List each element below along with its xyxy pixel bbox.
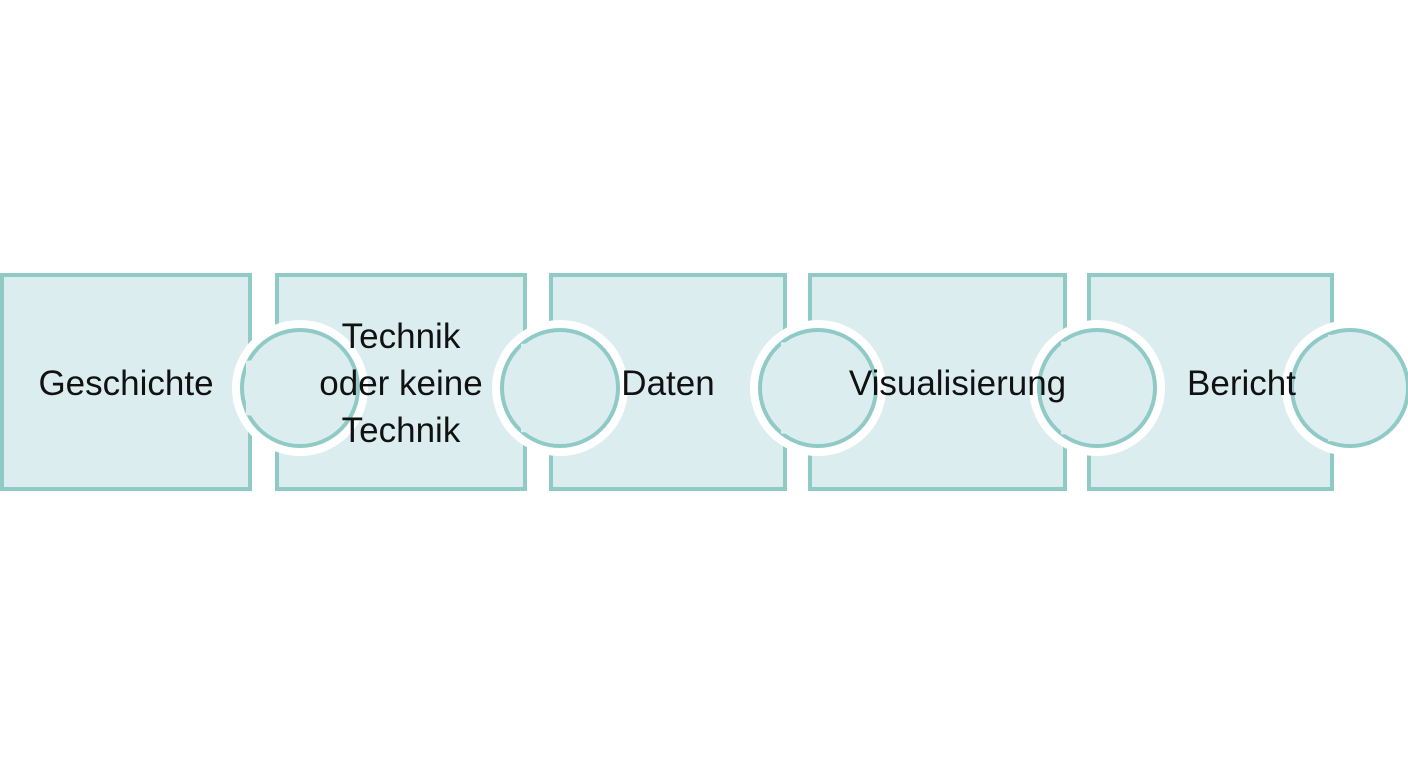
puzzle-tab (500, 328, 620, 448)
piece-label-line: Geschichte (38, 364, 213, 403)
tab-seam-cover (246, 360, 254, 416)
puzzle-piece-5 (1282, 320, 1408, 456)
tab-seam-cover (781, 342, 789, 434)
puzzle-tab (1290, 328, 1408, 448)
tab-seam-cover (521, 343, 529, 433)
puzzle-pieces (0, 273, 1408, 491)
piece-label-line: Technik (342, 411, 461, 450)
tab-seam-cover (1328, 334, 1336, 442)
piece-label-line: Bericht (1187, 364, 1296, 403)
piece-label-1: Geschichte (38, 364, 213, 403)
piece-label-line: Technik (342, 317, 461, 356)
puzzle-piece-1 (232, 320, 368, 456)
piece-label-line: Daten (621, 364, 714, 403)
piece-label-4: Visualisierung (849, 364, 1066, 403)
piece-label-line: oder keine (319, 364, 482, 403)
puzzle-piece-4 (1029, 320, 1165, 456)
puzzle-piece-3 (750, 320, 886, 456)
piece-label-5: Bericht (1187, 364, 1296, 403)
puzzle-piece-2 (492, 320, 628, 456)
piece-label-3: Daten (621, 364, 714, 403)
puzzle-tab (240, 328, 360, 448)
piece-label-line: Visualisierung (849, 364, 1066, 403)
tab-seam-cover (1061, 341, 1069, 435)
